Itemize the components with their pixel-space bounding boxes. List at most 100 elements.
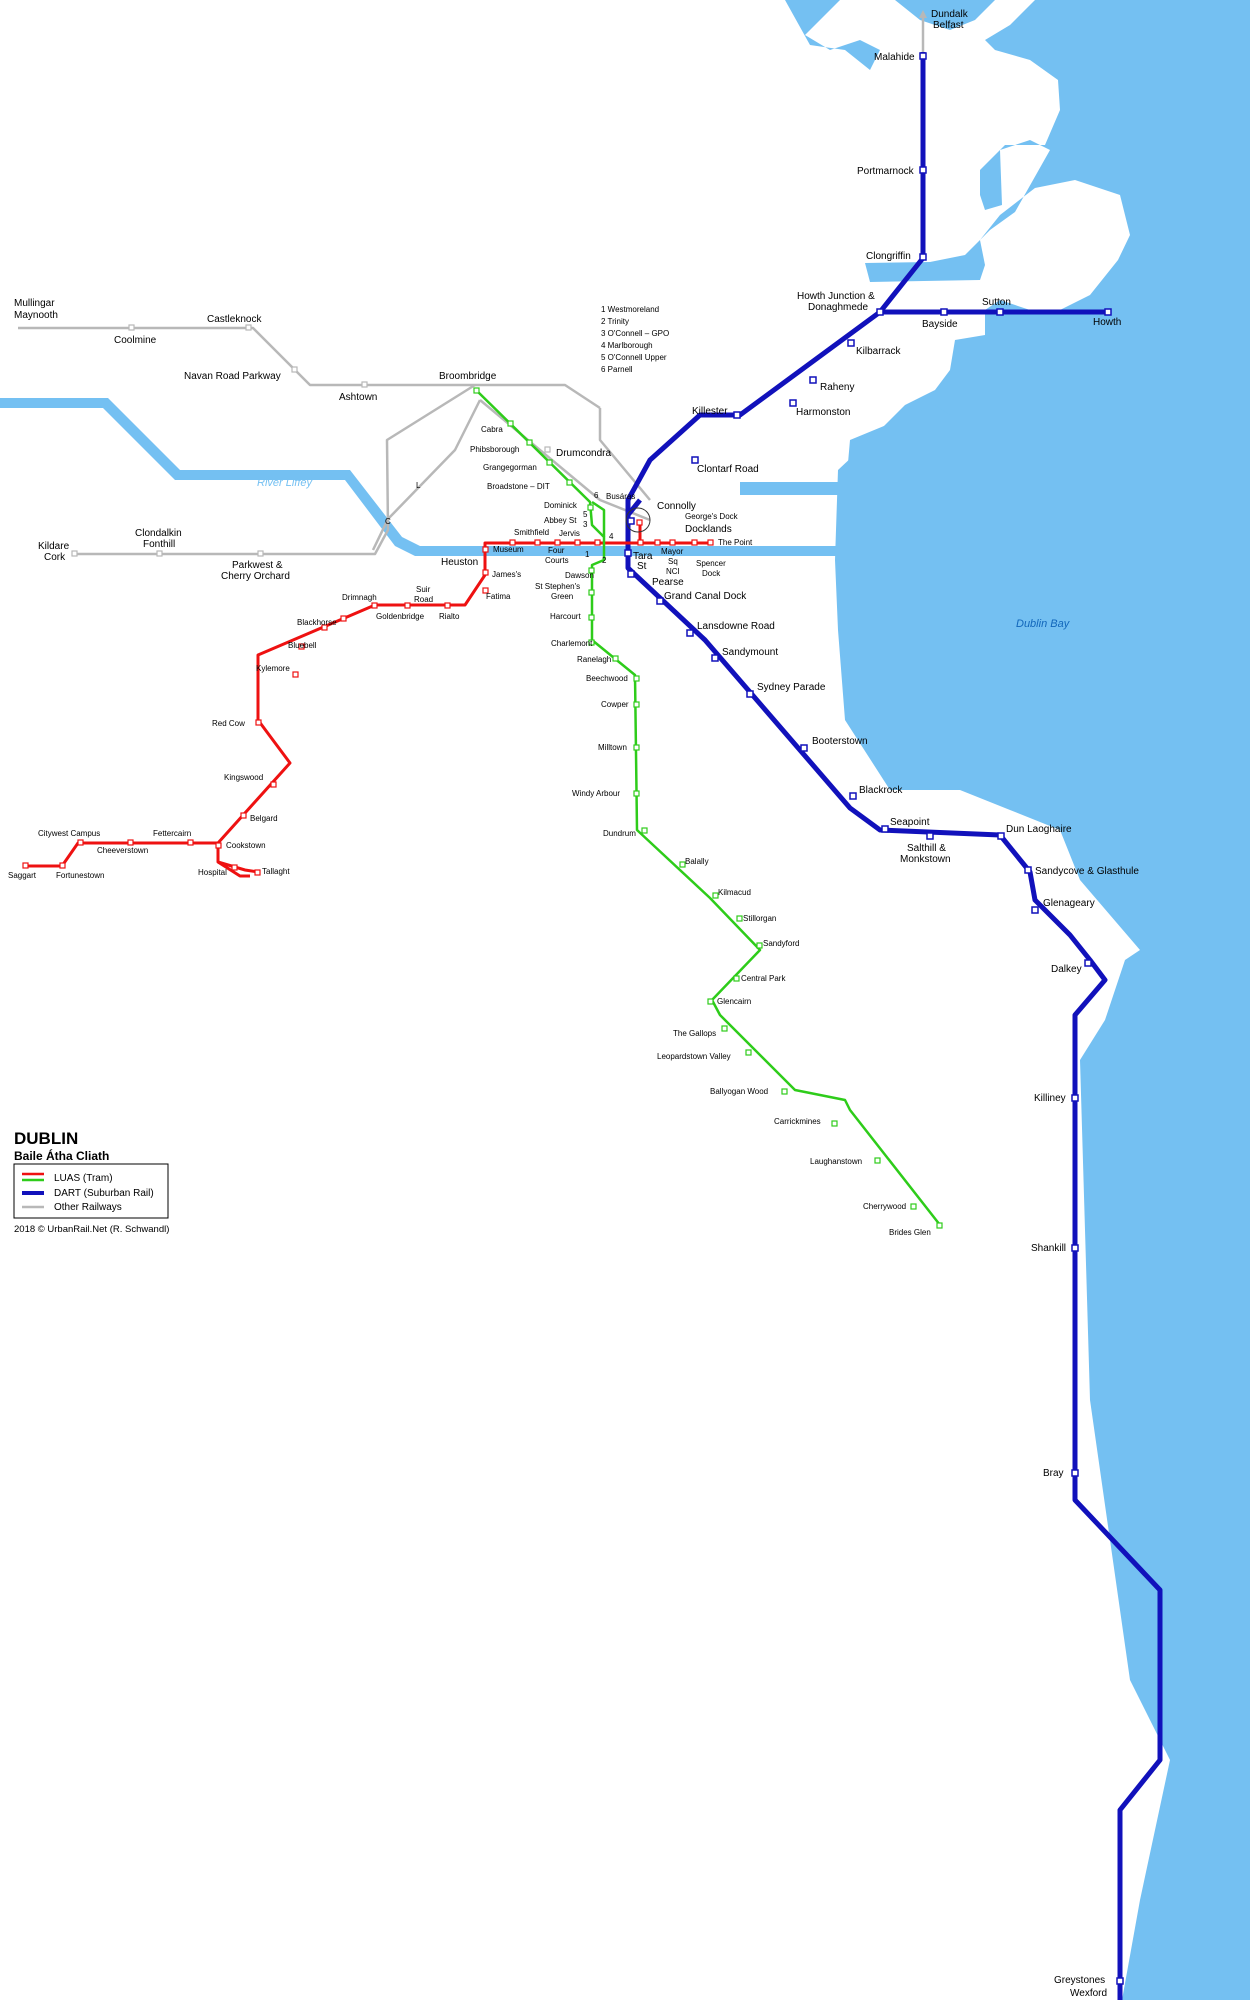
station-marker bbox=[800, 744, 808, 752]
station-marker bbox=[733, 975, 740, 982]
station-marker bbox=[919, 166, 927, 174]
label-sandyford: Sandyford bbox=[763, 939, 799, 948]
north-arrow-icon bbox=[919, 10, 927, 18]
station-marker bbox=[340, 615, 347, 622]
label-cookstown: Cookstown bbox=[226, 841, 266, 850]
label-saggart: Saggart bbox=[8, 871, 37, 880]
legend-luas: LUAS (Tram) bbox=[54, 1173, 113, 1184]
credit: 2018 © UrbanRail.Net (R. Schwandl) bbox=[14, 1224, 169, 1235]
label-maynooth: Maynooth bbox=[14, 310, 58, 321]
label-busaras: Busáras bbox=[606, 492, 635, 501]
label-fatima: Fatima bbox=[486, 592, 511, 601]
label-ballyogan: Ballyogan Wood bbox=[710, 1087, 768, 1096]
label-phibsborough: Phibsborough bbox=[470, 445, 519, 454]
station-marker bbox=[71, 550, 78, 557]
label-cheeverstown: Cheeverstown bbox=[97, 846, 148, 855]
label-belfast: Belfast bbox=[933, 20, 964, 31]
label-ranelagh: Ranelagh bbox=[577, 655, 611, 664]
other-station-markers bbox=[71, 324, 551, 557]
label-abbey-st: Abbey St bbox=[544, 516, 577, 525]
label-broadstone: Broadstone – DIT bbox=[487, 482, 550, 491]
label-sydney: Sydney Parade bbox=[757, 682, 826, 693]
label-bray: Bray bbox=[1043, 1468, 1064, 1479]
label-tara-2: St bbox=[637, 561, 647, 572]
label-salthill-2: Monkstown bbox=[900, 854, 951, 865]
station-marker bbox=[127, 839, 134, 846]
station-marker bbox=[612, 655, 619, 662]
label-laughanstown: Laughanstown bbox=[810, 1157, 862, 1166]
label-lansdowne: Lansdowne Road bbox=[697, 621, 775, 632]
label-central-park: Central Park bbox=[741, 974, 786, 983]
label-parkwest-1: Parkwest & bbox=[232, 560, 283, 571]
label-kilmacud: Kilmacud bbox=[718, 888, 751, 897]
label-grand-canal: Grand Canal Dock bbox=[664, 591, 747, 602]
station-marker bbox=[733, 411, 741, 419]
dart-station-markers bbox=[624, 52, 1124, 1985]
station-marker bbox=[588, 567, 595, 574]
station-marker bbox=[482, 546, 489, 553]
station-marker bbox=[240, 812, 247, 819]
station-marker bbox=[919, 52, 927, 60]
label-dun-laoghaire: Dun Laoghaire bbox=[1006, 824, 1072, 835]
station-marker bbox=[707, 998, 714, 1005]
loop-tick: C bbox=[385, 517, 391, 526]
label-mullingar: Mullingar bbox=[14, 298, 55, 309]
key-item: 5 O'Connell Upper bbox=[601, 353, 667, 362]
station-marker bbox=[849, 792, 857, 800]
label-howth-jct-1: Howth Junction & bbox=[797, 291, 875, 302]
station-marker bbox=[691, 539, 698, 546]
label-dalkey: Dalkey bbox=[1051, 964, 1082, 975]
station-marker bbox=[546, 459, 553, 466]
label-cherrywood: Cherrywood bbox=[863, 1202, 906, 1211]
station-marker bbox=[526, 439, 533, 446]
label-spencer-1: Spencer bbox=[696, 559, 726, 568]
station-marker bbox=[482, 569, 489, 576]
cork-line bbox=[75, 383, 476, 556]
label-the-gallops: The Gallops bbox=[673, 1029, 716, 1038]
connector-north bbox=[598, 408, 651, 501]
label-georges-dock: George's Dock bbox=[685, 512, 739, 521]
label-glenageary: Glenageary bbox=[1043, 898, 1095, 909]
river-liffey-label: River Liffey bbox=[257, 477, 314, 489]
legend-dart: DART (Suburban Rail) bbox=[54, 1188, 154, 1199]
station-marker bbox=[291, 366, 298, 373]
loop-line-west bbox=[371, 399, 482, 551]
station-marker bbox=[1071, 1244, 1079, 1252]
green-labels: Broombridge Cabra Phibsborough Grangegor… bbox=[439, 371, 931, 1237]
station-marker bbox=[789, 399, 797, 407]
station-marker bbox=[245, 324, 252, 331]
label-parkwest-2: Cherry Orchard bbox=[221, 571, 290, 582]
label-heuston: Heuston bbox=[441, 557, 478, 568]
centre-number-3: 3 bbox=[583, 520, 588, 529]
label-grangegorman: Grangegorman bbox=[483, 463, 537, 472]
label-blackrock: Blackrock bbox=[859, 785, 903, 796]
connolly-ring-icon bbox=[625, 507, 651, 533]
label-navan-road: Navan Road Parkway bbox=[184, 371, 281, 382]
green-main bbox=[475, 389, 941, 1226]
station-marker bbox=[77, 839, 84, 846]
label-fettercairn: Fettercairn bbox=[153, 829, 191, 838]
label-bluebell: Bluebell bbox=[288, 641, 317, 650]
station-marker bbox=[881, 825, 889, 833]
irish-sea bbox=[785, 0, 1250, 2000]
station-marker bbox=[627, 517, 635, 525]
label-jervis: Jervis bbox=[559, 529, 580, 538]
label-leopardstown: Leopardstown Valley bbox=[657, 1052, 731, 1061]
station-marker bbox=[482, 587, 489, 594]
station-marker bbox=[1084, 959, 1092, 967]
city-centre-key: 1 Westmoreland 2 Trinity 3 O'Connell – G… bbox=[601, 305, 669, 374]
station-marker bbox=[22, 862, 29, 869]
station-marker bbox=[633, 675, 640, 682]
label-fortunestown: Fortunestown bbox=[56, 871, 104, 880]
station-marker bbox=[633, 744, 640, 751]
red-tallaght-end bbox=[217, 860, 259, 874]
station-marker bbox=[128, 324, 135, 331]
station-marker bbox=[712, 892, 719, 899]
legend-other: Other Railways bbox=[54, 1202, 122, 1213]
station-marker bbox=[509, 539, 516, 546]
key-item: 6 Parnell bbox=[601, 365, 633, 374]
label-wexford: Wexford bbox=[1070, 1988, 1107, 1999]
station-marker bbox=[59, 862, 66, 869]
label-harmonston: Harmonston bbox=[796, 407, 850, 418]
